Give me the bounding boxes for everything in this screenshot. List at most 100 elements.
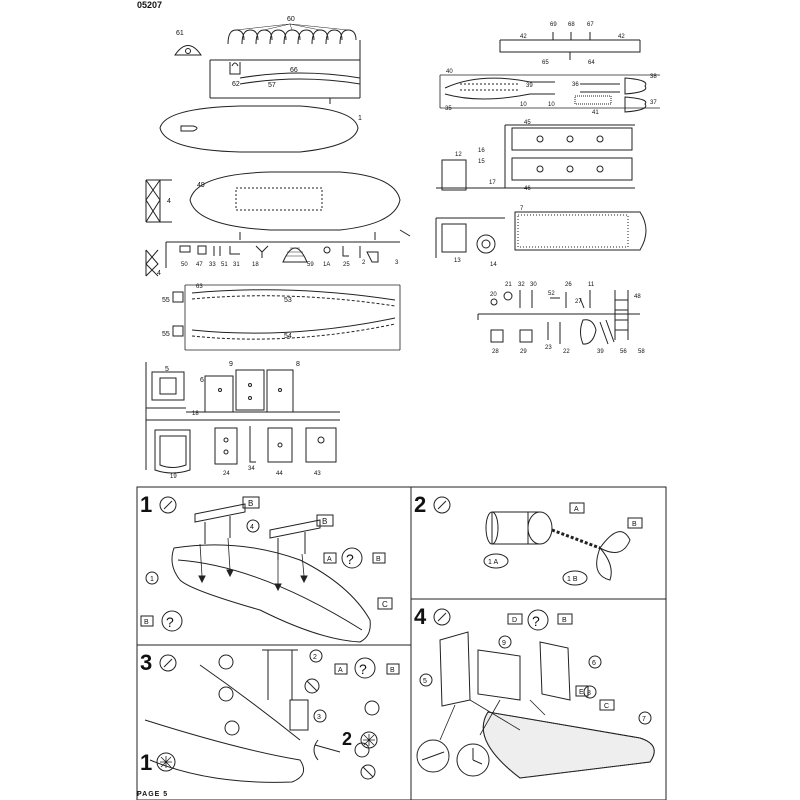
- svg-text:?: ?: [166, 614, 174, 630]
- part-1-hull-top: 1: [159, 105, 362, 153]
- step-2: 2 A B 1 A 1 B: [414, 492, 643, 586]
- svg-text:21: 21: [505, 282, 512, 288]
- svg-text:39: 39: [597, 349, 604, 355]
- part-49-deck: 49: [189, 171, 411, 240]
- svg-text:25: 25: [343, 262, 350, 268]
- svg-text:41: 41: [592, 110, 599, 116]
- sprue-area-right: 42 42 69 68 67 65 64 40 39 36 38 37 35 1…: [435, 22, 660, 355]
- svg-text:22: 22: [563, 349, 570, 355]
- svg-text:4: 4: [167, 198, 171, 205]
- svg-text:30: 30: [530, 282, 537, 288]
- svg-text:3: 3: [317, 714, 321, 721]
- svg-text:11: 11: [588, 282, 595, 288]
- clock-drying-time-icon: [456, 743, 490, 777]
- svg-text:36: 36: [572, 82, 579, 88]
- svg-text:67: 67: [587, 22, 594, 28]
- step-2-number: 2: [414, 492, 426, 517]
- svg-text:33: 33: [209, 262, 216, 268]
- glue-icon: [433, 608, 451, 626]
- svg-text:65: 65: [542, 60, 549, 66]
- svg-text:8: 8: [296, 361, 300, 368]
- svg-text:27: 27: [575, 299, 582, 305]
- svg-text:18: 18: [192, 411, 199, 417]
- svg-text:37: 37: [650, 100, 657, 106]
- parts-19-24-34-43-44: 19 24 34 44 43: [146, 419, 340, 480]
- small-parts-row: 50 47 33 51 31 18 59 1A 25 2 3 4: [145, 241, 400, 277]
- step-3: 3 2 3 A ? B 1 2: [140, 649, 400, 783]
- glue-icon: [159, 654, 177, 672]
- part-53-54-rails: 53 54 63 55 55: [162, 284, 401, 351]
- svg-text:62: 62: [232, 81, 240, 88]
- svg-text:E: E: [579, 689, 584, 696]
- svg-text:60: 60: [287, 16, 295, 23]
- svg-text:50: 50: [181, 262, 188, 268]
- svg-text:16: 16: [478, 148, 485, 154]
- svg-text:48: 48: [634, 294, 641, 300]
- svg-text:17: 17: [489, 180, 496, 186]
- svg-text:15: 15: [478, 159, 485, 165]
- parts-35-41: 40 39 36 38 37 35 10 10 41: [439, 69, 660, 116]
- step-4-number: 4: [414, 604, 427, 629]
- svg-text:64: 64: [588, 60, 595, 66]
- svg-text:4: 4: [157, 270, 161, 277]
- svg-text:42: 42: [618, 34, 625, 40]
- step-4: 4 7 C 5 9 6 8 D ? B E: [414, 604, 655, 779]
- part-4-frame-a: 4: [145, 179, 172, 223]
- svg-text:53: 53: [284, 297, 292, 304]
- svg-text:28: 28: [492, 349, 499, 355]
- sprue-frame-top: 66 57 62: [209, 40, 361, 104]
- svg-text:43: 43: [314, 471, 321, 477]
- svg-text:52: 52: [548, 291, 555, 297]
- svg-text:18: 18: [252, 262, 259, 268]
- svg-text:19: 19: [170, 474, 177, 480]
- svg-text:13: 13: [454, 258, 461, 264]
- svg-text:3: 3: [395, 260, 399, 266]
- glue-icon: [433, 496, 451, 514]
- svg-text:69: 69: [550, 22, 557, 28]
- svg-text:4: 4: [250, 524, 254, 531]
- svg-text:5: 5: [165, 366, 169, 373]
- svg-text:49: 49: [197, 182, 205, 189]
- svg-text:2: 2: [342, 729, 352, 749]
- svg-text:34: 34: [248, 466, 255, 472]
- svg-text:35: 35: [445, 106, 452, 112]
- svg-text:A: A: [327, 556, 332, 563]
- svg-text:1: 1: [150, 576, 154, 583]
- svg-text:14: 14: [490, 262, 497, 268]
- svg-text:A: A: [574, 506, 579, 513]
- svg-text:B: B: [144, 619, 149, 626]
- svg-text:B: B: [632, 521, 637, 528]
- svg-text:B: B: [248, 499, 253, 508]
- svg-text:B: B: [390, 667, 395, 674]
- svg-text:8: 8: [587, 690, 591, 697]
- svg-text:55: 55: [162, 331, 170, 338]
- svg-text:B: B: [322, 517, 327, 526]
- parts-5-6-8-9: 5 6 9 8 18: [145, 361, 340, 470]
- svg-text:10: 10: [520, 102, 527, 108]
- svg-text:10: 10: [548, 102, 555, 108]
- svg-text:5: 5: [423, 678, 427, 685]
- svg-text:47: 47: [196, 262, 203, 268]
- svg-text:D: D: [512, 617, 517, 624]
- svg-text:7: 7: [642, 716, 646, 723]
- step-1-number: 1: [140, 492, 152, 517]
- svg-text:2: 2: [362, 260, 366, 266]
- svg-text:32: 32: [518, 282, 525, 288]
- svg-text:58: 58: [638, 349, 645, 355]
- parts-42-64-69: 42 42 69 68 67 65 64: [499, 22, 641, 66]
- glue-application-icon: [416, 739, 450, 773]
- step-1: 1 4 1 B B A ? B C B ?: [140, 492, 393, 643]
- svg-text:?: ?: [346, 551, 354, 567]
- svg-text:C: C: [604, 703, 609, 710]
- svg-text:9: 9: [229, 361, 233, 368]
- svg-text:61: 61: [176, 30, 184, 37]
- step-panels: [136, 486, 667, 800]
- svg-text:9: 9: [502, 640, 506, 647]
- svg-text:6: 6: [200, 377, 204, 384]
- svg-text:20: 20: [490, 292, 497, 298]
- svg-text:7: 7: [520, 206, 524, 212]
- parts-7-13-14: 7 13 14: [435, 206, 647, 268]
- part-60-hooks: 60: [227, 16, 357, 45]
- svg-text:6: 6: [592, 660, 596, 667]
